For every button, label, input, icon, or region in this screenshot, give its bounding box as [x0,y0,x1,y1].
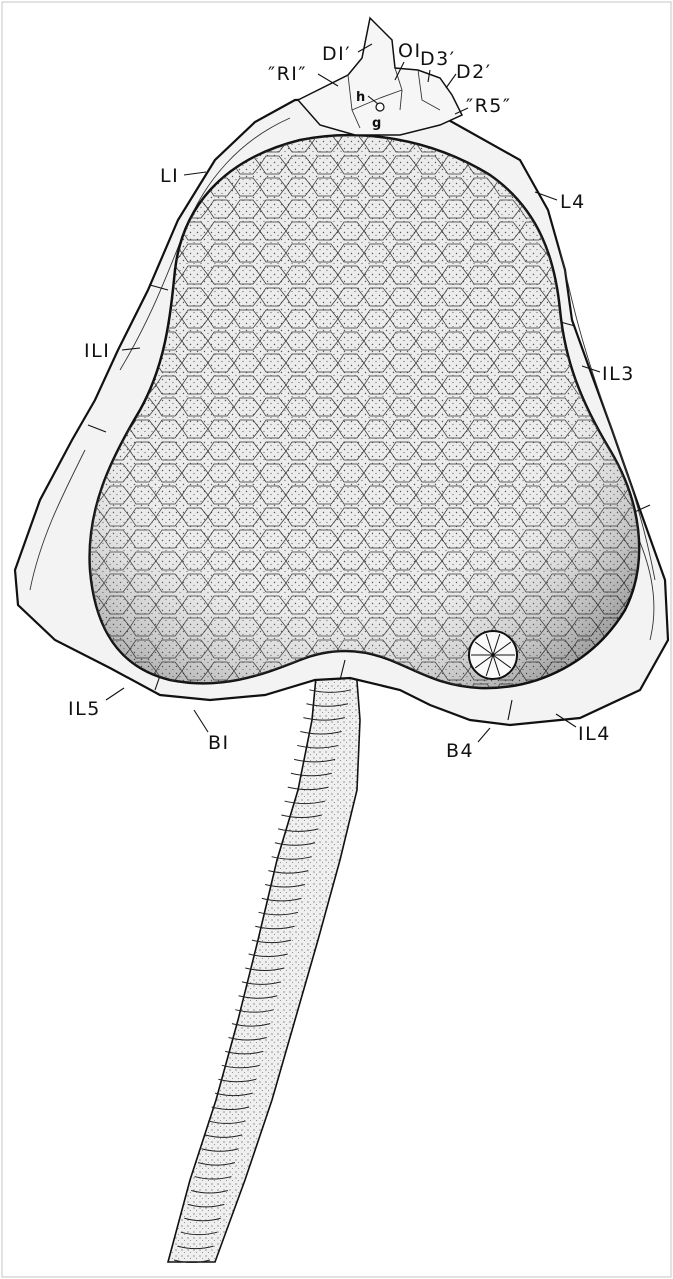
label-D3prime: D3′ [420,48,456,70]
label-R1: ″RI″ [268,63,307,85]
label-D1prime: DI′ [322,43,351,65]
label-g: g [372,116,381,131]
label-B4: B4 [446,740,474,762]
label-D2prime: D2′ [456,61,492,83]
label-IL3: IL3 [602,363,635,385]
label-h: h [356,90,365,105]
label-B1: BI [208,732,230,754]
label-IL5: IL5 [68,698,101,720]
theca [90,135,640,688]
periproct [469,631,517,679]
label-O1: OI [398,40,422,62]
label-IL4: IL4 [578,723,611,745]
label-R5: ″R5″ [466,95,511,117]
label-IL1: ILI [84,340,110,362]
stem [168,655,360,1263]
label-L1: LI [160,165,179,187]
label-L4: L4 [560,191,586,213]
